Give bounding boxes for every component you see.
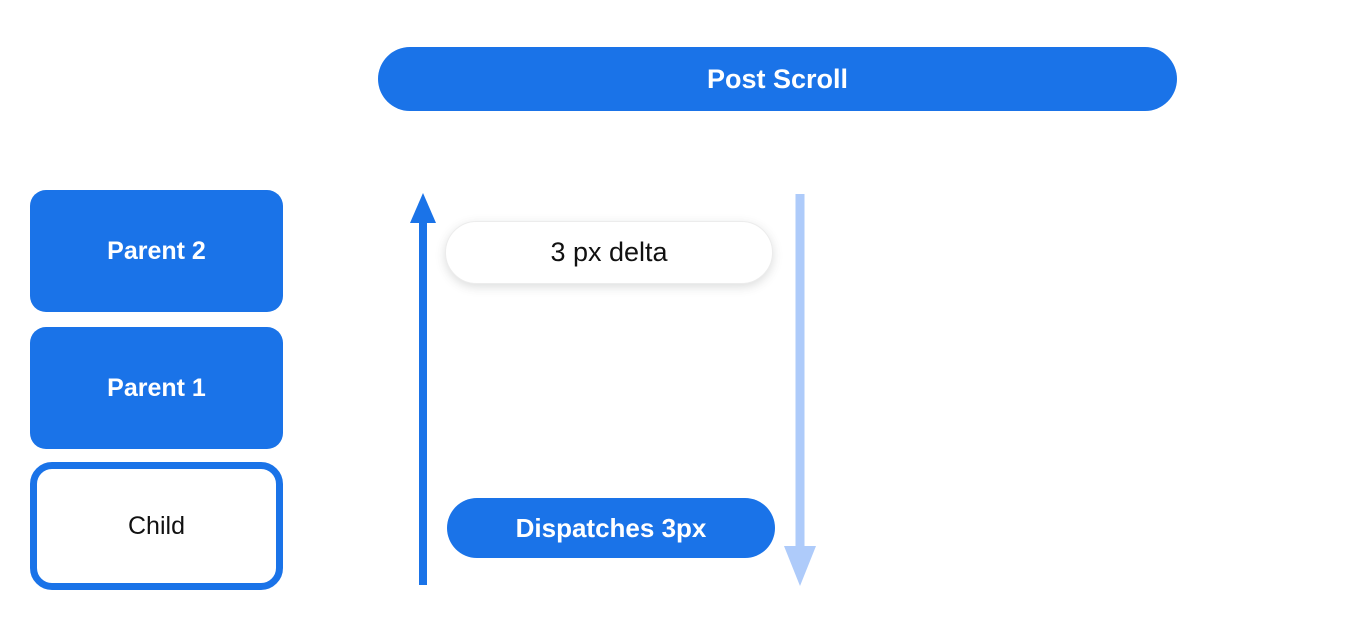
post-scroll-label: Post Scroll — [706, 63, 849, 94]
dispatch-pill: Dispatches 3px — [447, 498, 775, 558]
post-scroll-banner: Post Scroll — [378, 47, 1177, 111]
upward-arrow-icon — [410, 193, 436, 585]
delta-label: 3 px delta — [550, 237, 668, 267]
child-label: Child — [128, 511, 185, 540]
parent-2-label: Parent 2 — [107, 236, 206, 265]
parent-1-box: Parent 1 — [30, 327, 283, 449]
parent-2-box: Parent 2 — [30, 190, 283, 312]
downward-arrow-icon — [784, 194, 816, 586]
parent-1-label: Parent 1 — [107, 373, 206, 402]
delta-pill: 3 px delta — [445, 221, 773, 284]
dispatch-label: Dispatches 3px — [515, 512, 707, 543]
child-box: Child — [30, 462, 283, 590]
